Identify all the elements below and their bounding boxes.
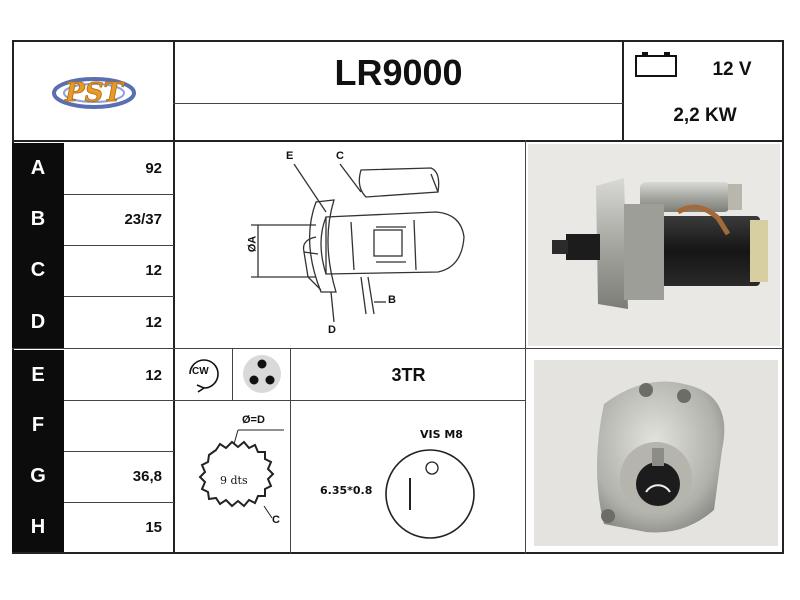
logo: PST xyxy=(14,42,173,140)
rotation-direction: CW xyxy=(192,366,209,377)
spec-value-g: 36,8 xyxy=(132,468,162,485)
diagram-label-e: E xyxy=(286,150,294,162)
starter-front-image-icon xyxy=(534,360,778,546)
starter-side-photo xyxy=(528,144,780,346)
pinion-diameter-label: Ø=D xyxy=(242,414,265,426)
spec-value-b: 23/37 xyxy=(124,211,162,228)
three-pin-connector-icon xyxy=(240,352,284,396)
pst-logo-icon: PST xyxy=(51,77,136,109)
spec-letter-h: H xyxy=(12,502,64,552)
diagram-label-b: B xyxy=(388,294,396,306)
spec-value-d: 12 xyxy=(145,313,162,331)
cw-divider-1 xyxy=(232,348,233,400)
spec-row-line xyxy=(64,451,174,452)
header-mid-line xyxy=(173,103,623,104)
voltage-value: 12 V xyxy=(712,59,752,80)
starter-side-image-icon xyxy=(528,144,780,346)
diagram-label-d: D xyxy=(328,324,336,336)
battery-icon xyxy=(632,48,682,80)
mounting-flange-icon xyxy=(385,449,475,539)
diagram-label-a: ØA xyxy=(246,235,259,253)
frame-top xyxy=(12,40,784,42)
spec-letter-g: G xyxy=(12,451,64,502)
terminal-type: 3TR xyxy=(391,364,426,385)
spec-letter-b: B xyxy=(12,194,64,245)
spec-value-h: 15 xyxy=(145,518,162,536)
rotation-arrow-icon: CW xyxy=(182,354,226,394)
spec-value-f xyxy=(64,400,172,451)
pinion-c-label: C xyxy=(272,514,280,526)
frame-right xyxy=(782,40,784,554)
spec-value-e: 12 xyxy=(145,366,162,384)
spec-row-line xyxy=(64,400,174,401)
pinion-gear-diagram: Ø=D 9 dts C xyxy=(176,402,289,552)
starter-front-photo xyxy=(534,360,778,546)
frame-bottom xyxy=(12,552,784,554)
spec-row-line xyxy=(64,194,174,195)
power-value: 2,2 KW xyxy=(673,105,737,126)
starter-diagram: E C ØA B D xyxy=(176,142,524,347)
screw-label: VIS M8 xyxy=(420,428,463,441)
row-divider-cw xyxy=(173,400,525,401)
spec-value-c: 12 xyxy=(145,262,162,279)
spec-value-a: 92 xyxy=(145,160,162,177)
spec-row-line xyxy=(64,245,174,246)
header-bottom xyxy=(12,140,784,142)
mounting-diagram: VIS M8 6.35*0.8 xyxy=(292,402,525,552)
part-number: LR9000 xyxy=(334,51,463,93)
spec-row-line xyxy=(64,502,174,503)
spec-letter-c: C xyxy=(12,245,64,296)
spec-letter-a: A xyxy=(12,143,64,194)
dimension-label: 6.35*0.8 xyxy=(320,484,373,497)
spec-row-line xyxy=(64,296,174,297)
spec-letter-f: F xyxy=(12,400,64,451)
col-divider-1 xyxy=(173,40,175,554)
logo-text: PST xyxy=(64,78,124,108)
spec-letter-e: E xyxy=(12,350,64,400)
starter-outline-icon xyxy=(251,163,465,323)
col-divider-header xyxy=(622,40,624,142)
pinion-gear-icon xyxy=(198,429,284,519)
col-divider-photo xyxy=(525,140,526,554)
spec-row-line xyxy=(12,348,174,349)
spec-letter-d: D xyxy=(12,296,64,348)
row-divider-mid xyxy=(173,348,783,349)
diagram-label-c: C xyxy=(336,150,344,162)
cw-divider-2 xyxy=(290,348,291,554)
pinion-teeth-label: 9 dts xyxy=(220,474,248,487)
